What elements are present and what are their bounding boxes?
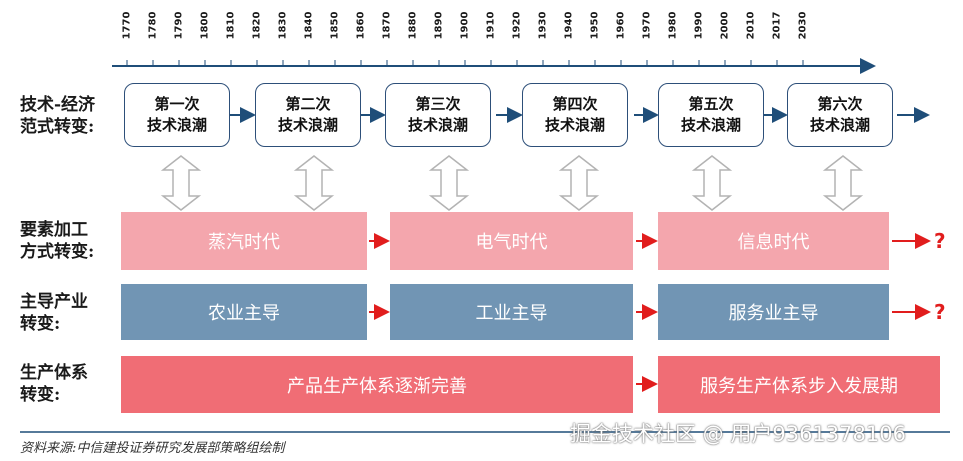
timeline-ticks [126, 60, 804, 66]
industry-bar-industrial: 工业主导 [390, 284, 633, 340]
production-bar-service: 服务生产体系步入发展期 [658, 356, 940, 413]
row-label-production-system: 生产体系 转变: [20, 363, 88, 405]
wave-box-5: 第五次技术浪潮 [658, 83, 764, 147]
wave-box-4: 第四次技术浪潮 [522, 83, 628, 147]
unknown-future-marker: ? [934, 300, 946, 324]
era-bar-information: 信息时代 [658, 212, 889, 270]
wave-box-1: 第一次技术浪潮 [124, 83, 230, 147]
era-bar-electric: 电气时代 [390, 212, 633, 270]
wave-box-6: 第六次技术浪潮 [787, 83, 893, 147]
wave-box-3: 第三次技术浪潮 [385, 83, 491, 147]
unknown-future-marker: ? [934, 229, 946, 253]
industry-bar-agriculture: 农业主导 [121, 284, 367, 340]
era-bar-steam: 蒸汽时代 [121, 212, 367, 270]
row-label-tech-paradigm: 技术-经济 范式转变: [20, 95, 96, 137]
wave-box-2: 第二次技术浪潮 [255, 83, 361, 147]
red-arrows [369, 233, 931, 392]
row-label-leading-industry: 主导产业 转变: [20, 292, 88, 334]
production-bar-product: 产品生产体系逐渐完善 [121, 356, 633, 413]
double-arrows [160, 155, 864, 211]
source-note: 资料来源:中信建投证券研究发展部策略组绘制 [20, 441, 285, 456]
watermark: 掘金技术社区 @ 用户9361378106 [570, 422, 906, 446]
row-label-factor-processing: 要素加工 方式转变: [20, 220, 95, 262]
industry-bar-service: 服务业主导 [658, 284, 889, 340]
